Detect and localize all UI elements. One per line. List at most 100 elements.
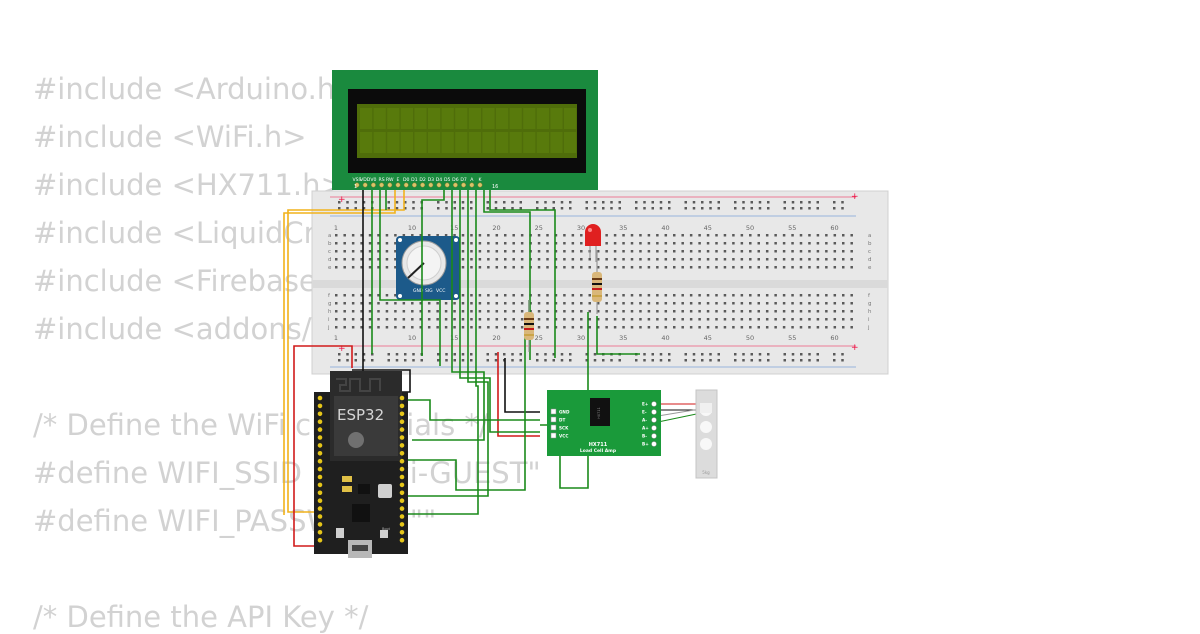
esp32-pin[interactable]: [317, 411, 323, 417]
hx711-pin[interactable]: [651, 441, 657, 447]
breadboard-hole[interactable]: [593, 207, 597, 210]
breadboard-hole[interactable]: [740, 326, 744, 329]
breadboard-hole[interactable]: [816, 302, 820, 305]
breadboard-hole[interactable]: [749, 234, 752, 237]
breadboard-hole[interactable]: [377, 302, 380, 305]
breadboard-hole[interactable]: [791, 250, 794, 253]
breadboard-hole[interactable]: [371, 359, 374, 362]
breadboard-hole[interactable]: [520, 250, 524, 253]
breadboard-hole[interactable]: [596, 326, 600, 329]
breadboard-hole[interactable]: [618, 201, 622, 204]
breadboard-hole[interactable]: [723, 258, 727, 261]
hx711-pin[interactable]: [651, 401, 657, 407]
breadboard-hole[interactable]: [504, 250, 507, 253]
breadboard-hole[interactable]: [387, 359, 391, 362]
breadboard-hole[interactable]: [335, 326, 338, 329]
breadboard-hole[interactable]: [740, 234, 744, 237]
lcd-pin[interactable]: [379, 182, 385, 188]
hx711-pin[interactable]: [550, 408, 557, 415]
lcd-pin[interactable]: [370, 182, 376, 188]
breadboard-hole[interactable]: [470, 258, 473, 261]
breadboard-hole[interactable]: [639, 234, 642, 237]
breadboard-hole[interactable]: [723, 326, 727, 329]
breadboard-hole[interactable]: [825, 242, 828, 245]
breadboard-hole[interactable]: [791, 266, 794, 269]
breadboard-hole[interactable]: [377, 266, 380, 269]
breadboard-hole[interactable]: [740, 294, 744, 297]
breadboard-hole[interactable]: [782, 242, 786, 245]
breadboard-hole[interactable]: [412, 207, 415, 210]
breadboard-hole[interactable]: [668, 353, 671, 356]
breadboard-hole[interactable]: [346, 201, 349, 204]
breadboard-hole[interactable]: [673, 266, 676, 269]
breadboard-hole[interactable]: [842, 266, 845, 269]
breadboard-hole[interactable]: [717, 201, 721, 204]
breadboard-hole[interactable]: [698, 294, 701, 297]
wire-green[interactable]: [404, 190, 489, 497]
breadboard-hole[interactable]: [588, 258, 592, 261]
breadboard-hole[interactable]: [444, 234, 448, 237]
breadboard-hole[interactable]: [842, 234, 845, 237]
breadboard-hole[interactable]: [554, 318, 558, 321]
breadboard-hole[interactable]: [765, 258, 769, 261]
breadboard-hole[interactable]: [552, 353, 556, 356]
breadboard-hole[interactable]: [512, 326, 515, 329]
breadboard-hole[interactable]: [791, 258, 794, 261]
breadboard-hole[interactable]: [512, 250, 515, 253]
esp32-pin[interactable]: [399, 514, 405, 519]
breadboard-hole[interactable]: [346, 207, 349, 210]
wire-green[interactable]: [379, 190, 441, 366]
breadboard-hole[interactable]: [335, 294, 338, 297]
breadboard-hole[interactable]: [520, 310, 524, 313]
lcd-pin[interactable]: [477, 182, 483, 188]
breadboard-hole[interactable]: [512, 242, 515, 245]
breadboard-hole[interactable]: [639, 318, 642, 321]
breadboard-hole[interactable]: [816, 359, 820, 362]
breadboard-hole[interactable]: [335, 258, 338, 261]
esp32-pin[interactable]: [399, 395, 405, 401]
breadboard-hole[interactable]: [734, 201, 737, 204]
breadboard-hole[interactable]: [643, 201, 646, 204]
breadboard-hole[interactable]: [554, 258, 558, 261]
breadboard-hole[interactable]: [651, 359, 655, 362]
breadboard-hole[interactable]: [816, 201, 820, 204]
breadboard-hole[interactable]: [757, 302, 761, 305]
breadboard-hole[interactable]: [656, 242, 659, 245]
breadboard-hole[interactable]: [765, 234, 769, 237]
breadboard-hole[interactable]: [732, 318, 735, 321]
esp32-pin[interactable]: [399, 482, 405, 488]
breadboard-hole[interactable]: [799, 294, 803, 297]
breadboard-hole[interactable]: [487, 242, 490, 245]
breadboard-hole[interactable]: [494, 201, 498, 204]
breadboard-hole[interactable]: [850, 302, 853, 305]
breadboard-hole[interactable]: [494, 207, 498, 210]
breadboard-hole[interactable]: [732, 310, 735, 313]
breadboard-hole[interactable]: [701, 207, 704, 210]
breadboard-hole[interactable]: [504, 302, 507, 305]
breadboard-hole[interactable]: [689, 234, 693, 237]
breadboard-hole[interactable]: [833, 353, 836, 356]
breadboard-hole[interactable]: [519, 201, 523, 204]
breadboard-hole[interactable]: [706, 310, 710, 313]
breadboard-hole[interactable]: [453, 302, 456, 305]
lcd-pin[interactable]: [403, 182, 409, 188]
breadboard-hole[interactable]: [552, 207, 556, 210]
breadboard-hole[interactable]: [419, 310, 423, 313]
breadboard-hole[interactable]: [503, 201, 506, 204]
breadboard-hole[interactable]: [580, 294, 583, 297]
breadboard-hole[interactable]: [630, 294, 634, 297]
breadboard-hole[interactable]: [651, 353, 655, 356]
breadboard-hole[interactable]: [758, 207, 762, 210]
breadboard-hole[interactable]: [461, 258, 465, 261]
breadboard-hole[interactable]: [537, 234, 541, 237]
breadboard-hole[interactable]: [774, 258, 777, 261]
breadboard-hole[interactable]: [436, 310, 439, 313]
breadboard-hole[interactable]: [395, 353, 399, 356]
breadboard-hole[interactable]: [402, 310, 406, 313]
breadboard-hole[interactable]: [816, 318, 820, 321]
potentiometer[interactable]: GND SIG VCC: [396, 236, 460, 300]
breadboard-hole[interactable]: [774, 250, 777, 253]
breadboard-hole[interactable]: [470, 266, 473, 269]
esp32-pin[interactable]: [399, 490, 405, 496]
breadboard-hole[interactable]: [833, 294, 837, 297]
